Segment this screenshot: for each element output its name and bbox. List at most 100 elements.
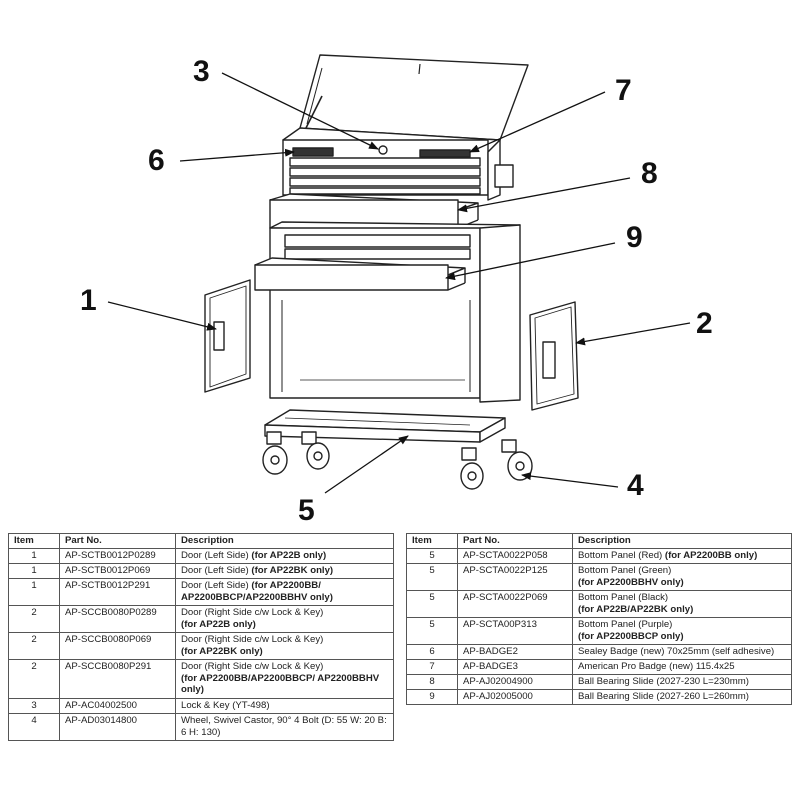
description-text: Ball Bearing Slide (2027-230 L=230mm) — [578, 676, 749, 687]
leader-line-2 — [575, 322, 691, 346]
table-row: 1 AP-SCTB0012P0289 Door (Left Side) (for… — [8, 548, 394, 564]
description-text: Bottom Panel (Black) — [578, 592, 669, 603]
american-pro-badge — [419, 149, 471, 158]
table-row: 6 AP-BADGE2 Sealey Badge (new) 70x25mm (… — [406, 644, 792, 660]
description-text: Door (Left Side) — [181, 580, 249, 591]
cell-part-no: AP-SCTA0022P069 — [457, 590, 573, 618]
description-text: Bottom Panel (Red) — [578, 550, 663, 561]
table-row: 9 AP-AJ02005000 Ball Bearing Slide (2027… — [406, 689, 792, 705]
sealey-badge — [292, 147, 334, 157]
cell-item: 3 — [8, 698, 60, 714]
callout-2: 2 — [696, 307, 713, 340]
callout-4: 4 — [627, 469, 644, 502]
header-item: Item — [8, 533, 60, 549]
callout-1: 1 — [80, 284, 97, 317]
description-text: Bottom Panel (Green) — [578, 565, 672, 576]
cell-part-no: AP-SCCB0080P0289 — [59, 605, 176, 633]
tool-chest-drawing — [204, 54, 579, 490]
description-bold: (for AP22B/AP22BK only) — [578, 603, 694, 615]
leader-line-7 — [469, 91, 606, 153]
cell-item: 9 — [406, 689, 458, 705]
cell-item: 1 — [8, 563, 60, 579]
description-text: Door (Left Side) — [181, 565, 249, 576]
cell-description: Wheel, Swivel Castor, 90° 4 Bolt (D: 55 … — [175, 713, 394, 741]
cell-item: 7 — [406, 659, 458, 675]
description-text: Door (Right Side c/w Lock & Key) — [181, 607, 324, 618]
cell-item: 2 — [8, 632, 60, 660]
description-text: Sealey Badge (new) 70x25mm (self adhesiv… — [578, 646, 775, 657]
cell-description: Ball Bearing Slide (2027-260 L=260mm) — [572, 689, 792, 705]
header-description: Description — [572, 533, 792, 549]
callout-6: 6 — [148, 144, 165, 177]
table-header-row: Item Part No. Description — [406, 533, 792, 549]
callout-7: 7 — [615, 74, 632, 107]
description-bold: (for AP2200BBHV only) — [578, 576, 684, 588]
exploded-diagram: 3 7 6 8 9 1 2 4 5 — [80, 54, 713, 525]
cell-part-no: AP-SCTA0022P058 — [457, 548, 573, 564]
cell-part-no: AP-SCTA00P313 — [457, 617, 573, 645]
cell-description: Door (Right Side c/w Lock & Key)(for AP2… — [175, 605, 394, 633]
parts-table-right: Item Part No. Description 5 AP-SCTA0022P… — [406, 533, 792, 705]
open-drawer-bottom — [254, 257, 466, 291]
header-part-no: Part No. — [59, 533, 176, 549]
table-row: 5 AP-SCTA00P313 Bottom Panel (Purple)(fo… — [406, 617, 792, 645]
table-row: 8 AP-AJ02004900 Ball Bearing Slide (2027… — [406, 674, 792, 690]
top-chest — [282, 127, 514, 201]
cell-item: 2 — [8, 659, 60, 699]
description-bold: (for AP22B only) — [181, 618, 256, 630]
leader-line-6 — [179, 148, 295, 162]
header-part-no: Part No. — [457, 533, 573, 549]
description-bold: (for AP2200BB only) — [664, 550, 758, 561]
leader-lines — [107, 72, 691, 494]
castor-front-left — [262, 431, 288, 475]
table-header-row: Item Part No. Description — [8, 533, 394, 549]
callout-5: 5 — [298, 494, 315, 525]
description-text: Bottom Panel (Purple) — [578, 619, 673, 630]
leader-line-9 — [445, 242, 616, 281]
header-item: Item — [406, 533, 458, 549]
cell-description: Bottom Panel (Green)(for AP2200BBHV only… — [572, 563, 792, 591]
bottom-panel — [264, 409, 506, 443]
cell-item: 1 — [8, 548, 60, 564]
table-row: 5 AP-SCTA0022P058 Bottom Panel (Red) (fo… — [406, 548, 792, 564]
description-bold: (for AP2200BB/AP2200BBCP/ AP2200BBHV onl… — [181, 672, 380, 696]
callout-9: 9 — [626, 221, 643, 254]
description-text: Door (Left Side) — [181, 550, 249, 561]
cell-item: 5 — [406, 617, 458, 645]
cell-part-no: AP-SCTB0012P291 — [59, 578, 176, 606]
cell-description: Bottom Panel (Purple)(for AP2200BBCP onl… — [572, 617, 792, 645]
parts-table-left: Item Part No. Description 1 AP-SCTB0012P… — [8, 533, 394, 741]
leader-line-5 — [324, 435, 409, 494]
cell-description: Door (Left Side) (for AP22B only) — [175, 548, 394, 564]
description-bold: (for AP2200BB/ AP2200BBCP/AP2200BBHV onl… — [181, 580, 333, 603]
leader-line-4 — [521, 472, 619, 488]
left-door — [204, 279, 251, 393]
cell-part-no: AP-BADGE3 — [457, 659, 573, 675]
callout-3: 3 — [193, 55, 210, 88]
cell-part-no: AP-AJ02005000 — [457, 689, 573, 705]
cell-description: American Pro Badge (new) 115.4x25 — [572, 659, 792, 675]
cell-part-no: AP-AD03014800 — [59, 713, 176, 741]
table-row: 7 AP-BADGE3 American Pro Badge (new) 115… — [406, 659, 792, 675]
cell-part-no: AP-SCCB0080P291 — [59, 659, 176, 699]
castor-front-right — [501, 439, 533, 481]
cell-item: 5 — [406, 548, 458, 564]
cell-item: 5 — [406, 563, 458, 591]
cell-description: Bottom Panel (Black)(for AP22B/AP22BK on… — [572, 590, 792, 618]
cell-item: 5 — [406, 590, 458, 618]
description-text: American Pro Badge (new) 115.4x25 — [578, 661, 735, 672]
chest-lock — [378, 145, 388, 155]
leader-line-8 — [457, 177, 631, 213]
description-text: Ball Bearing Slide (2027-260 L=260mm) — [578, 691, 749, 702]
cell-part-no: AP-BADGE2 — [457, 644, 573, 660]
description-text: Door (Right Side c/w Lock & Key) — [181, 634, 324, 645]
roller-cabinet — [269, 221, 521, 403]
cell-description: Bottom Panel (Red) (for AP2200BB only) — [572, 548, 792, 564]
table-row: 4 AP-AD03014800 Wheel, Swivel Castor, 90… — [8, 713, 394, 741]
table-row: 5 AP-SCTA0022P125 Bottom Panel (Green)(f… — [406, 563, 792, 591]
cell-description: Door (Right Side c/w Lock & Key)(for AP2… — [175, 632, 394, 660]
callout-8: 8 — [641, 157, 658, 190]
description-bold: (for AP22BK only) — [181, 645, 263, 657]
table-row: 1 AP-SCTB0012P069 Door (Left Side) (for … — [8, 563, 394, 579]
table-row: 2 AP-SCCB0080P0289 Door (Right Side c/w … — [8, 605, 394, 633]
